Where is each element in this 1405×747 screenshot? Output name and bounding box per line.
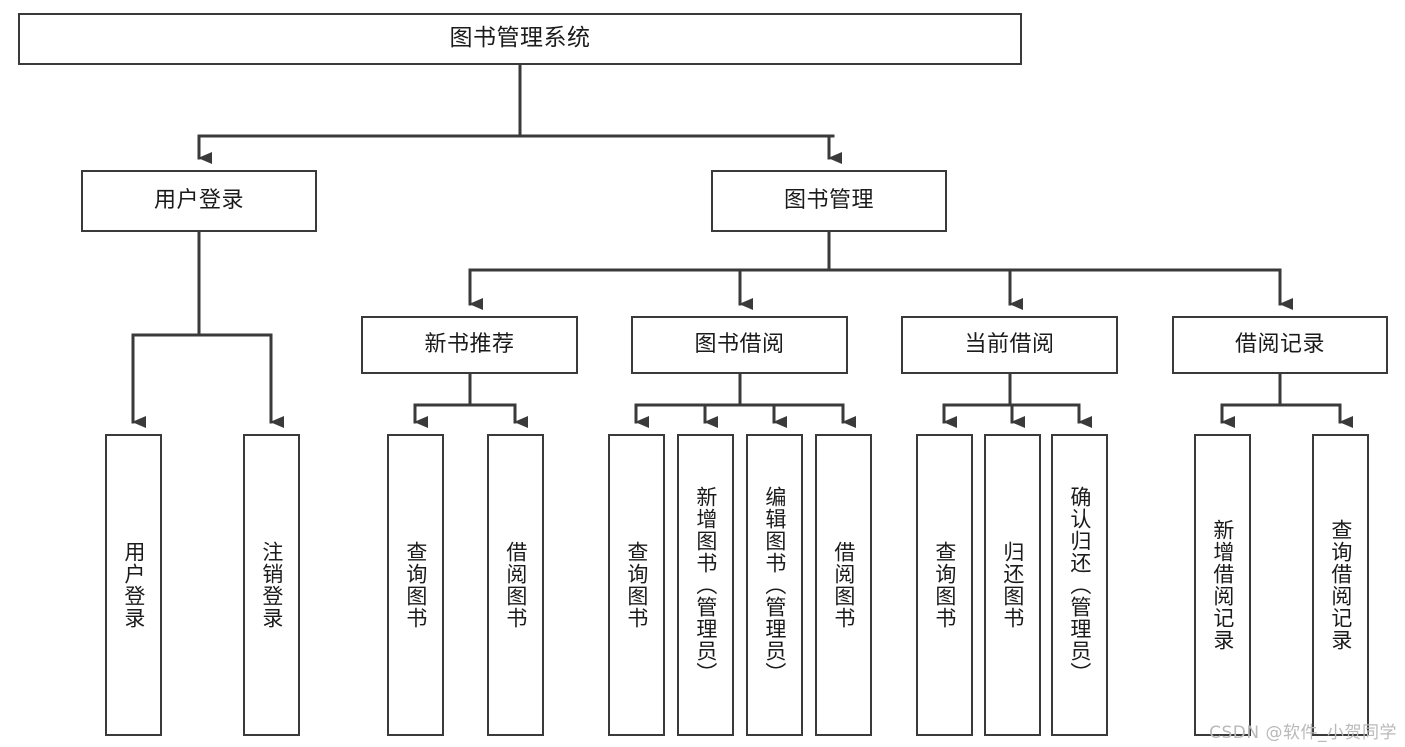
leaf-logout[interactable]: 注销登录 [243,434,300,736]
edge-newbook-to-leaves [413,372,528,428]
leaf-query-borrow-record[interactable]: 查询借阅记录 [1312,434,1369,736]
edge-bookmgmt-to-level3 [468,230,1293,310]
leaf-add-book-admin[interactable]: 新增图书（管理员） [677,434,734,736]
edge-borrow-to-leaves [634,372,856,428]
edge-root-to-level2 [197,63,842,164]
leaf-confirm-return-admin[interactable]: 确认归还（管理员） [1051,434,1108,736]
leaf-borrow-book[interactable]: 借阅图书 [815,434,872,736]
leaf-add-borrow-record[interactable]: 新增借阅记录 [1194,434,1251,736]
node-borrow-record[interactable]: 借阅记录 [1172,316,1388,374]
edge-login-to-leaves [131,230,284,428]
leaf-query-book-borrow[interactable]: 查询图书 [608,434,665,736]
leaf-query-book-current[interactable]: 查询图书 [916,434,973,736]
edge-record-to-leaves [1220,372,1353,428]
node-book-management[interactable]: 图书管理 [711,170,947,232]
csdn-watermark: CSDN @软件_小贺同学 [1209,723,1397,743]
node-book-borrow[interactable]: 图书借阅 [631,316,848,374]
node-current-borrow[interactable]: 当前借阅 [901,316,1118,374]
edge-current-to-leaves [942,372,1092,428]
node-root-system[interactable]: 图书管理系统 [18,13,1022,65]
leaf-borrow-book-newbook[interactable]: 借阅图书 [487,434,544,736]
leaf-query-book-newbook[interactable]: 查询图书 [387,434,444,736]
node-new-book-recommend[interactable]: 新书推荐 [361,316,578,374]
leaf-user-login[interactable]: 用户登录 [105,434,162,736]
leaf-return-book[interactable]: 归还图书 [984,434,1041,736]
node-user-login[interactable]: 用户登录 [81,170,317,232]
leaf-edit-book-admin[interactable]: 编辑图书（管理员） [746,434,803,736]
